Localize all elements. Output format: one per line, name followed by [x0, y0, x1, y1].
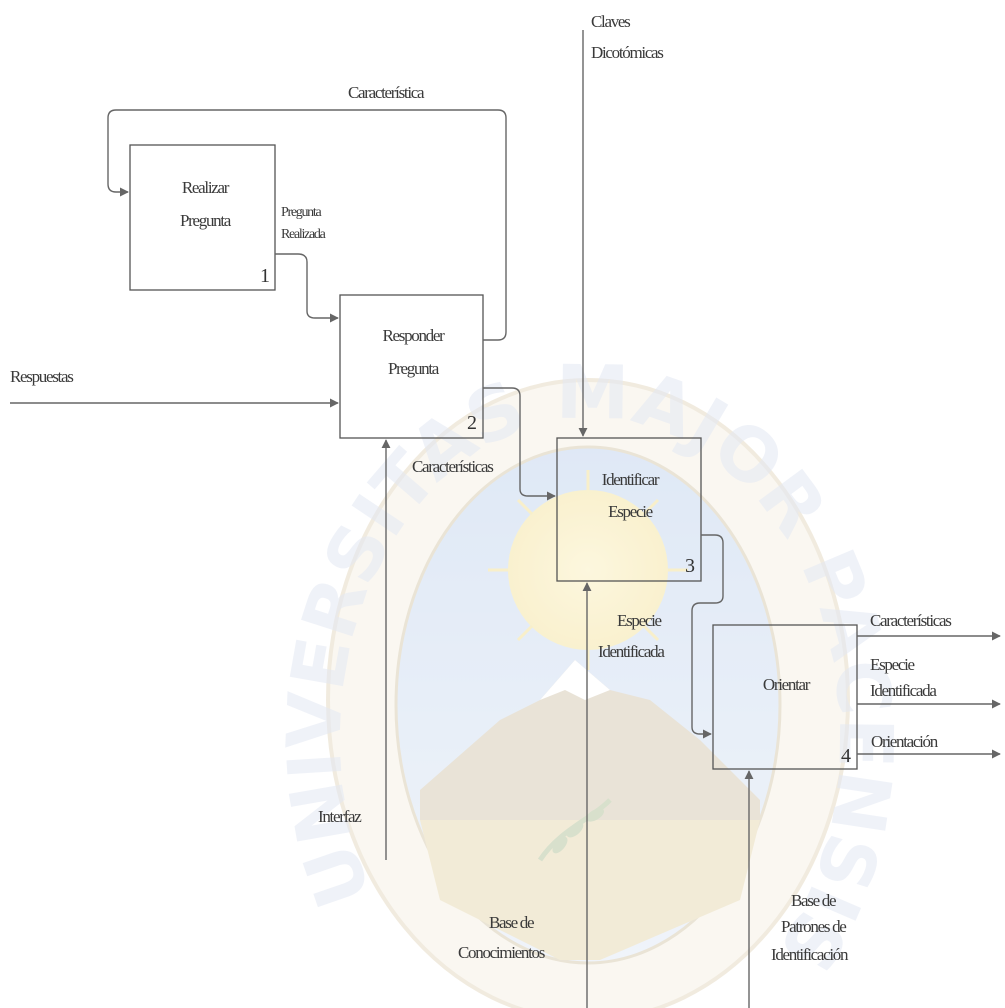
label-base-patrones: Patrones de — [781, 917, 846, 936]
label-pregunta-realizada: Realizada — [281, 227, 327, 242]
box-number: 1 — [260, 265, 270, 287]
label-respuestas: Respuestas — [10, 367, 73, 386]
arrow-caracteristica-feedback — [107, 109, 507, 341]
box-title-line: Responder — [382, 326, 445, 345]
watermark-seal: UNIVERSITAS MAJOR PACENSIS DIVI ANDREAE — [0, 0, 908, 1008]
box-responder-pregunta: Responder Pregunta 2 — [339, 294, 484, 439]
label-base-conocimientos: Base de — [489, 913, 534, 932]
label-especie-identificada: Especie — [617, 611, 662, 630]
arrow-especie-identificada — [691, 534, 724, 739]
arrow-caracteristicas-identificar — [483, 387, 556, 501]
label-interfaz: Interfaz — [318, 807, 362, 826]
box-title-line: Pregunta — [180, 211, 232, 230]
box-title-line: Orientar — [763, 675, 811, 694]
mountain-emblem — [420, 660, 760, 820]
box-orientar: Orientar 4 — [712, 624, 858, 770]
sun-emblem — [508, 490, 668, 650]
label-out-especie: Especie — [870, 655, 915, 674]
box-number: 4 — [841, 745, 851, 767]
label-out-orientacion: Orientación — [871, 732, 939, 751]
label-base-patrones: Base de — [791, 891, 836, 910]
label-base-patrones: Identificación — [771, 945, 849, 964]
arrow-pregunta-realizada — [275, 253, 339, 323]
label-caracteristica: Característica — [348, 83, 425, 102]
label-base-conocimientos: Conocimientos — [458, 943, 545, 962]
box-title-line: Especie — [608, 502, 653, 521]
label-especie-identificada: Identificada — [598, 642, 665, 661]
label-claves: Claves — [591, 12, 630, 31]
box-title-line: Pregunta — [388, 359, 440, 378]
box-title-line: Identificar — [602, 470, 660, 489]
box-title-line: Realizar — [182, 178, 230, 197]
box-number: 2 — [467, 412, 477, 434]
box-number: 3 — [685, 555, 695, 577]
label-caracteristicas-identificar: Características — [412, 457, 493, 476]
label-out-caracteristicas: Características — [870, 611, 951, 630]
box-realizar-pregunta: Realizar Pregunta 1 — [129, 144, 276, 291]
label-out-especie: Identificada — [870, 681, 937, 700]
label-claves: Dicotómicas — [591, 43, 663, 62]
label-pregunta-realizada: Pregunta — [281, 205, 322, 220]
box-identificar-especie: Identificar Especie 3 — [556, 437, 702, 582]
